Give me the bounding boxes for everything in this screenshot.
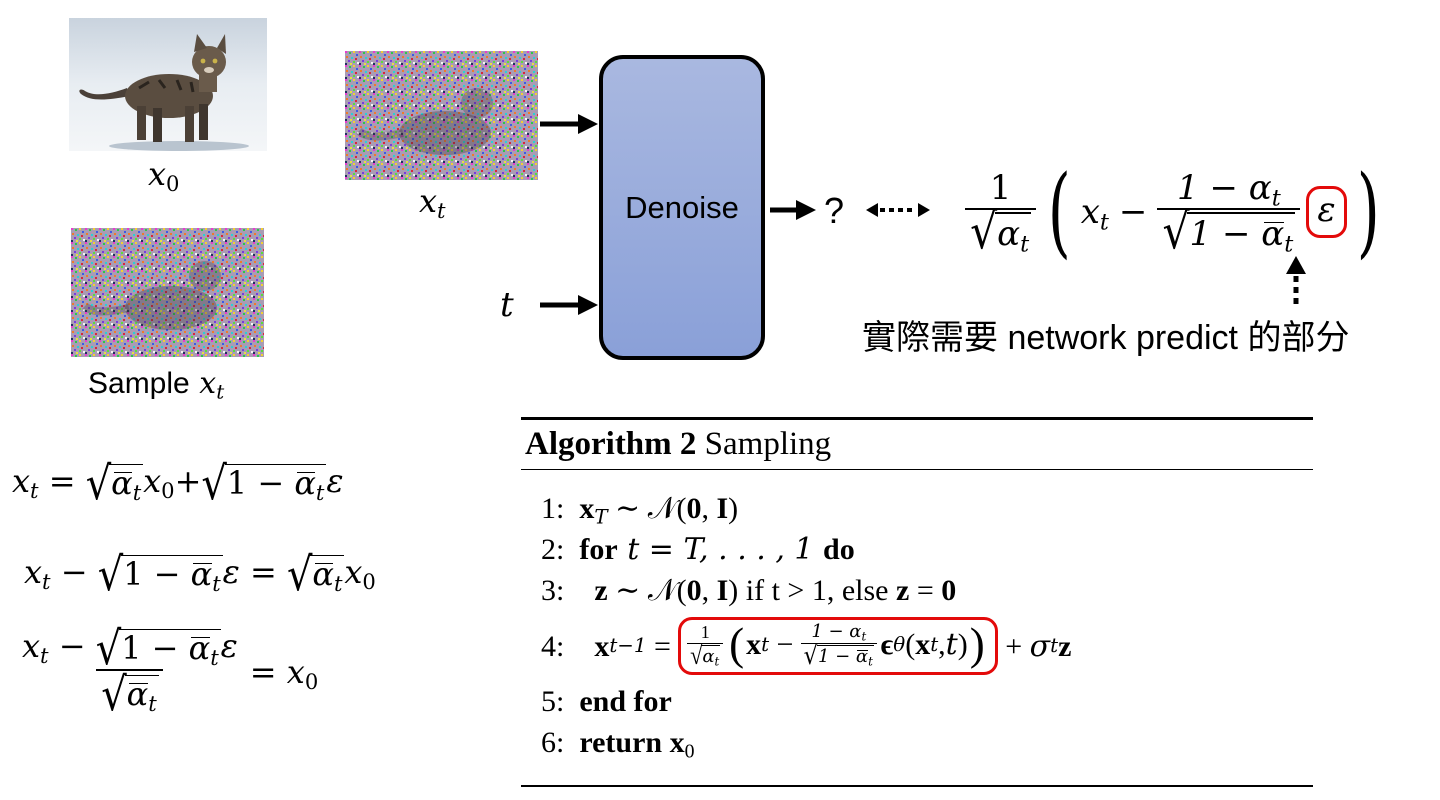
xt-sub: t xyxy=(437,197,446,223)
cat-image xyxy=(69,18,267,151)
algorithm-box: Algorithm 2 Sampling 1: xT ∼ 𝒩(0, I) 2: … xyxy=(521,417,1313,763)
dotted-double-arrow xyxy=(866,203,930,217)
x0-var: x xyxy=(148,155,167,193)
denoise-label: Denoise xyxy=(625,189,739,225)
formula-coef-fraction: 1 √αt xyxy=(965,168,1037,257)
formula-coef-num: 1 xyxy=(989,168,1012,209)
algo-line-5: 5: end for xyxy=(541,685,672,718)
formula-minus: − xyxy=(1118,192,1148,232)
algo-line-3: 3: z ∼ 𝒩(0, I) if t > 1, else z = 0 xyxy=(541,574,957,607)
network-predict-annotation: 實際需要 network predict 的部分 xyxy=(862,319,1350,357)
epsilon-highlight-box: ε xyxy=(1306,186,1347,238)
dotted-up-arrow xyxy=(1286,256,1306,306)
x0-sub: 0 xyxy=(166,170,180,196)
formula-coef-den: √αt xyxy=(965,208,1037,257)
formula-alpha: α xyxy=(997,213,1021,254)
denoise-block: Denoise xyxy=(599,55,765,360)
algo-line-6: 6: return x0 xyxy=(541,726,695,763)
formula-xt: xt xyxy=(1080,192,1109,236)
formula-inner-num: 1 − αt xyxy=(1177,168,1281,212)
arrow-t-to-denoise xyxy=(540,295,598,315)
formula-inner-fraction: 1 − αt √1 − αt xyxy=(1157,168,1301,257)
noisy-image-sample xyxy=(71,228,264,357)
arrow-xt-to-denoise xyxy=(540,114,598,134)
formula-epsilon: ε xyxy=(1317,190,1336,230)
algo-line-2: 2: for t = T, . . . , 1 do xyxy=(541,532,855,567)
question-mark: ? xyxy=(824,190,845,231)
arrow-denoise-out xyxy=(770,200,816,220)
algorithm-lines: 1: xT ∼ 𝒩(0, I) 2: for t = T, . . . , 1 … xyxy=(521,470,1313,763)
noisy-image-top xyxy=(345,51,538,180)
algorithm-title: Algorithm 2 Sampling xyxy=(525,426,832,462)
algorithm-bottom-rule xyxy=(521,785,1313,787)
x0-label: x0 xyxy=(148,155,180,196)
t-input-label: t xyxy=(500,285,514,325)
denoise-target-formula: 1 √αt ( xt − 1 − αt √1 − αt ε ) xyxy=(965,152,1387,272)
sample-var: x xyxy=(199,366,217,401)
sample-text: Sample xyxy=(88,367,190,400)
xt-label: xt xyxy=(419,182,446,223)
formula-alpha-sub: t xyxy=(1020,230,1030,257)
xt-var: x xyxy=(419,182,438,220)
formula-inner-den: √1 − αt xyxy=(1157,208,1301,257)
algo-line-1: 1: xT ∼ 𝒩(0, I) xyxy=(541,492,739,529)
sample-sub: t xyxy=(216,380,225,404)
sample-xt-label: Sample xt xyxy=(88,366,225,404)
